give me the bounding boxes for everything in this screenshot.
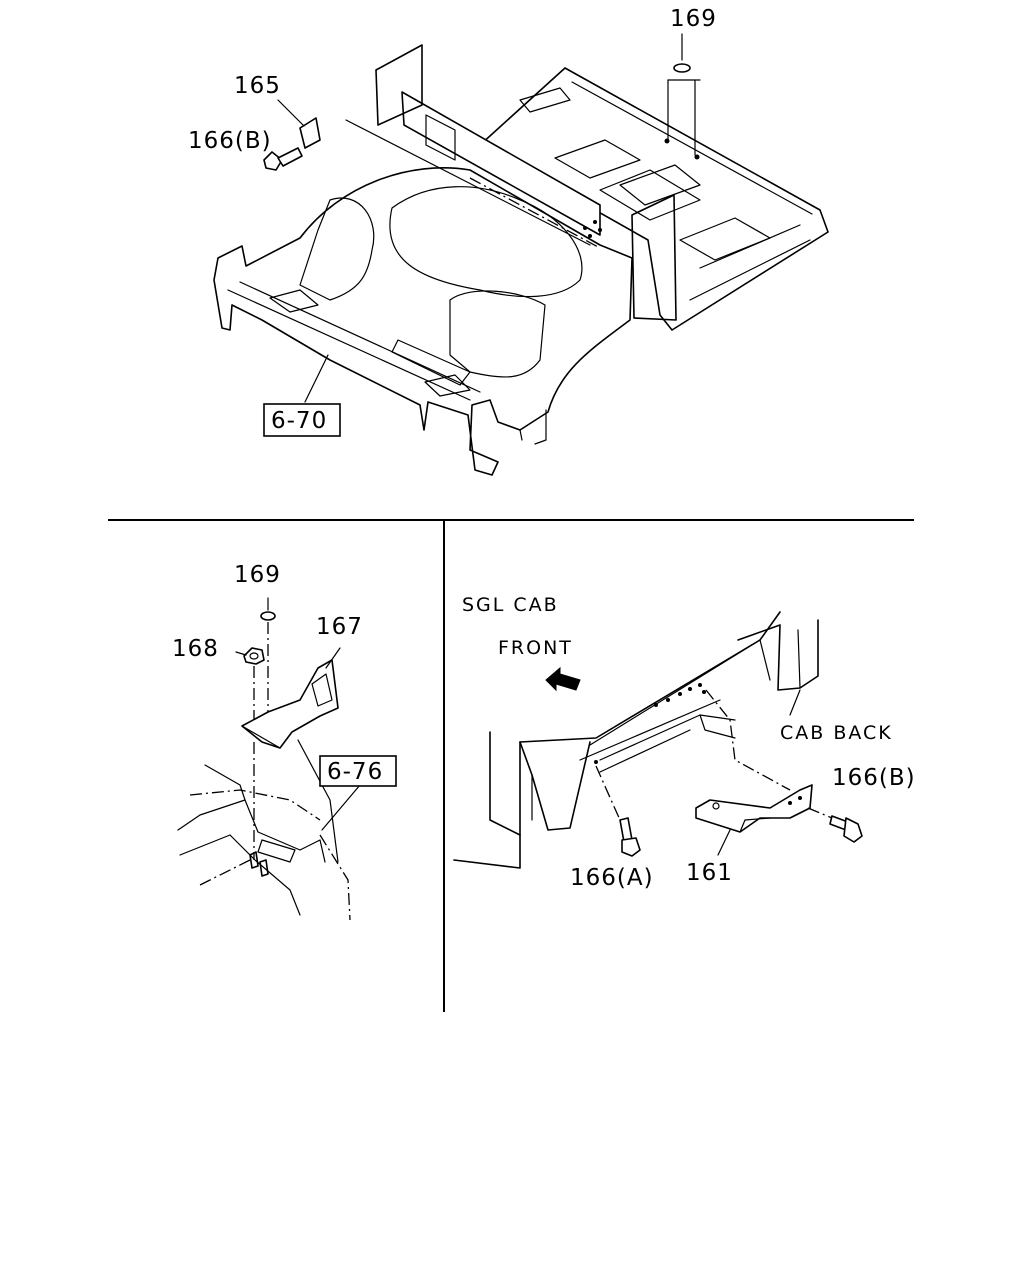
ref-box-670: 6-70	[263, 403, 341, 437]
ref-670-label: 6-70	[271, 408, 327, 434]
detail-left	[177, 597, 361, 921]
callout-167: 167	[316, 614, 363, 640]
bolt-166b-top	[263, 147, 303, 171]
callout-169-top: 169	[670, 6, 717, 32]
callout-165: 165	[234, 73, 281, 99]
callout-166b-top: 166(B)	[188, 128, 272, 154]
callout-169-left: 169	[234, 562, 281, 588]
note-sgl-cab: SGL CAB	[462, 594, 559, 616]
cab-floor-assembly	[213, 44, 829, 476]
ref-676-label: 6-76	[327, 759, 383, 785]
note-cab-back: CAB BACK	[780, 722, 893, 744]
callout-168: 168	[172, 636, 219, 662]
front-arrow	[545, 666, 581, 692]
note-front: FRONT	[498, 637, 573, 659]
bracket-165	[277, 99, 591, 246]
ref-670-leader	[304, 354, 329, 403]
grommet-169-top	[664, 33, 701, 160]
callout-161: 161	[686, 860, 733, 886]
detail-right	[453, 611, 863, 869]
callout-166b-right: 166(B)	[832, 765, 916, 791]
ref-box-676: 6-76	[319, 755, 397, 787]
callout-166a: 166(A)	[570, 865, 654, 891]
